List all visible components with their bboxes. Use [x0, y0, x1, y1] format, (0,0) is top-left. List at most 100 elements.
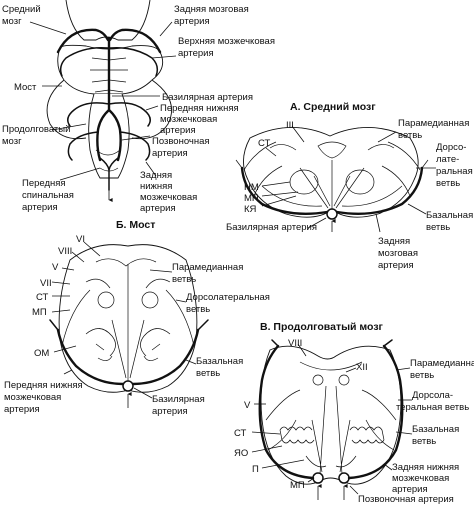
label-pica-4: артерия [140, 203, 176, 214]
label-c-vertebral: Позвоночная артерия [358, 494, 454, 505]
label-b-paramed-1: Парамедианная [172, 262, 243, 273]
label-c-CT: СТ [234, 428, 247, 439]
panel-b-pons: Б. Мост VI VIII V VII [4, 219, 270, 417]
pca-right-a [335, 166, 424, 215]
label-a-dorso-2: лате- [436, 154, 459, 165]
label-midbrain-2: мозг [2, 16, 22, 27]
label-c-pica-3: артерия [392, 484, 428, 495]
leader-c-YaO [251, 445, 283, 453]
label-b-OM: ОМ [34, 348, 49, 359]
label-aica-1: Передняя нижняя [160, 103, 239, 114]
label-b-bazal-2: ветвь [196, 368, 220, 379]
label-aica-2: мозжечковая [160, 114, 217, 125]
vertebral-artery-right-c [338, 472, 350, 484]
label-a-paramed-2: ветвь [398, 130, 422, 141]
leader-sca [151, 55, 177, 59]
leader-b-VIII [71, 251, 85, 263]
label-pca-1: Задняя мозговая [174, 4, 249, 15]
leader-b-basilar [133, 387, 153, 399]
leader-a-paramed [377, 131, 397, 143]
aica-stubs-b [49, 319, 209, 331]
anterior-spinal-artery [99, 157, 119, 191]
label-c-P: П [252, 464, 259, 475]
dorsolateral-branches-c [265, 389, 397, 451]
pca-left-a [240, 166, 329, 215]
red-nucleus-right [345, 169, 375, 195]
label-b-aica-2: мозжечковая [4, 392, 61, 403]
pyramids [305, 455, 357, 468]
label-a-pca-1: Задняя [378, 236, 410, 247]
label-a-dorso-1: Дорсо- [436, 142, 466, 153]
tegmentum-lines [85, 258, 171, 289]
aica-right [108, 102, 151, 127]
medulla-section-outline [260, 345, 402, 485]
pica-right-c [347, 344, 404, 480]
label-c-dorso-2: теральная ветвь [396, 402, 469, 413]
label-a-CT: СТ [258, 138, 271, 149]
pica-left [67, 131, 99, 161]
leader-a-CT [265, 147, 277, 157]
pica-left-c [258, 344, 315, 480]
label-sca-2: артерия [178, 48, 214, 59]
superior-cerebellar-artery-left [59, 46, 109, 77]
label-c-bazal-2: ветвь [412, 436, 436, 447]
label-a-paramed-1: Парамедианная [398, 118, 469, 129]
leader-c-vertebral [349, 485, 359, 495]
nucleus-right-b [141, 291, 159, 309]
leader-a-basilar [307, 217, 327, 229]
label-medulla-2: мозг [2, 136, 22, 147]
label-c-V: V [244, 400, 251, 411]
leader-a-III [291, 125, 305, 143]
label-c-MP: МП [290, 480, 305, 491]
label-sca-1: Верхняя мозжечковая [178, 36, 275, 47]
label-spinal-1: Передняя [22, 178, 66, 189]
label-b-basilar-1: Базилярная [152, 394, 205, 405]
substantia-nigra [261, 185, 403, 207]
aica-left-b [56, 328, 125, 386]
label-midbrain-1: Средний [2, 4, 41, 15]
label-pica-2: нижняя [140, 181, 172, 192]
label-a-bazal-1: Базальная [426, 210, 473, 221]
label-c-bazal-1: Базальная [412, 424, 459, 435]
pontine-branches [90, 57, 128, 93]
label-b-V: V [52, 262, 59, 273]
label-b-paramed-2: ветвь [172, 274, 196, 285]
leader-c-XII [345, 367, 357, 373]
panel-b-title: Б. Мост [116, 219, 155, 231]
leader-midbrain [29, 21, 67, 35]
label-a-dorso-4: ветвь [436, 178, 460, 189]
label-vertebral-1: Позвоночная [152, 136, 210, 147]
panel-c-medulla: В. Продолговатый мозг [234, 321, 474, 505]
label-b-basilar-2: артерия [152, 406, 188, 417]
paramedian-branches-a [299, 160, 365, 209]
tectum-lines [269, 144, 395, 151]
leader-aica [145, 105, 159, 111]
leader-c-bazal [395, 431, 413, 435]
label-a-pca-3: артерия [378, 260, 414, 271]
leader-b-OM [53, 345, 77, 353]
label-b-VIII: VIII [58, 246, 72, 257]
label-c-pica-1: Задняя нижняя [392, 462, 459, 473]
hypoglossal-nucleus-right [338, 374, 350, 386]
label-basilar: Базилярная артерия [162, 92, 253, 103]
label-c-VIII: VIII [288, 338, 302, 349]
cerebellum-right [131, 79, 172, 140]
label-b-dorso-2: ветвь [186, 304, 210, 315]
label-a-III: III [286, 120, 294, 131]
vertebral-artery-left [96, 108, 111, 162]
label-b-CT: СТ [36, 292, 49, 303]
label-a-dorso-3: ральная [436, 166, 473, 177]
basilar-artery-a [326, 208, 338, 220]
paramedian-branches-b [111, 264, 145, 381]
leader-b-MP [51, 309, 71, 313]
cerebellum-left [46, 79, 87, 140]
vertebral-artery-right [107, 108, 122, 162]
label-b-bazal-1: Базальная [196, 356, 243, 367]
leader-b-VII [51, 281, 71, 285]
leader-a-KYa [261, 195, 297, 207]
paramedian-branches-c [311, 385, 351, 475]
aica-right-b [131, 328, 200, 386]
leader-b-V [61, 267, 75, 271]
label-pica-3: мозжечковая [140, 192, 197, 203]
